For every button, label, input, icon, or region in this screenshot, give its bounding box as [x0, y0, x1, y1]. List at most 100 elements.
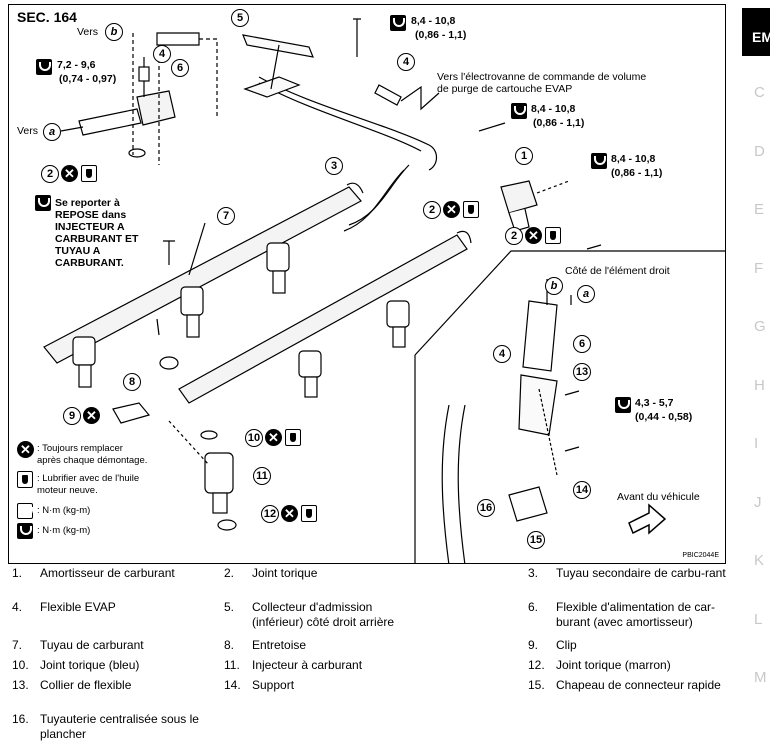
- section-tab-h[interactable]: H: [754, 376, 765, 394]
- callout-3: 3: [325, 157, 343, 175]
- lubricate-icon: [545, 227, 561, 244]
- legend-text: Joint torique: [252, 566, 318, 580]
- torque-icon: [511, 103, 527, 119]
- torque-1-value: 8,4 - 10,8: [411, 15, 456, 27]
- legend-text: Tuyauterie centralisée sous le plancher: [40, 712, 199, 741]
- legend-number: 1.: [12, 566, 23, 580]
- torque-3-value: 8,4 - 10,8: [531, 103, 576, 115]
- lubricate-legend-text: : Lubrifier avec de l'huile moteur neuve…: [37, 473, 140, 496]
- callout-4: 4: [397, 53, 415, 71]
- torque-icon: [615, 397, 631, 413]
- callout-2: 2: [505, 227, 523, 245]
- callout-b-inset: b: [545, 277, 563, 295]
- callout-15: 15: [527, 531, 545, 549]
- replace-legend-text: : Toujours remplacer après chaque démont…: [37, 443, 148, 466]
- replace-icon: ✕: [61, 165, 78, 182]
- lubricate-icon: [285, 429, 301, 446]
- vehicle-front-label: Avant du véhicule: [617, 491, 700, 503]
- legend-text: Joint torique (bleu): [40, 658, 140, 672]
- section-tab-f[interactable]: F: [754, 259, 764, 277]
- callout-2: 2: [423, 201, 441, 219]
- legend-number: 8.: [224, 638, 235, 652]
- callout-13: 13: [573, 363, 591, 381]
- torque-5-kg: (0,44 - 0,58): [635, 411, 693, 423]
- section-tab-l[interactable]: L: [754, 610, 763, 628]
- replace-icon: ✕: [83, 407, 100, 424]
- replace-icon: ✕: [281, 505, 298, 522]
- legend-number: 11.: [224, 658, 240, 672]
- legend-number: 7.: [12, 638, 23, 652]
- evap-note: Vers l'électrovanne de commande de volum…: [437, 71, 647, 95]
- replace-legend-icon: ✕: [17, 441, 34, 458]
- section-tab-k[interactable]: K: [754, 552, 765, 569]
- legend-text: Injecteur à carburant: [252, 658, 363, 672]
- callout-a-left: a: [43, 123, 61, 141]
- callout-9: 9: [63, 407, 81, 425]
- repose-note: Se reporter à REPOSE dans INJECTEUR A CA…: [55, 197, 139, 269]
- callout-7: 7: [217, 207, 235, 225]
- section-label: SEC. 164: [17, 9, 77, 25]
- callout-16: 16: [477, 499, 495, 517]
- legend-text: Tuyau de carburant: [40, 638, 144, 652]
- section-tab-em[interactable]: EM: [742, 8, 770, 56]
- callout-11: 11: [253, 467, 271, 485]
- diagram-drawing: [43, 18, 725, 563]
- section-tab-e[interactable]: E: [754, 201, 765, 218]
- legend-text: Support: [252, 678, 295, 692]
- legend-number: 3.: [528, 566, 539, 580]
- torque-2-value: 7,2 - 9,6: [57, 59, 96, 71]
- lubricate-icon: [463, 201, 479, 218]
- torque-icon: [591, 153, 607, 169]
- callout-12: 12: [261, 505, 279, 523]
- callout-8: 8: [123, 373, 141, 391]
- repose-torque-icon: [35, 195, 51, 211]
- legend-number: 10.: [12, 658, 29, 672]
- legend-number: 4.: [12, 600, 23, 614]
- legend-number: 5.: [224, 600, 235, 614]
- lubricate-legend-icon: [17, 471, 33, 488]
- section-tab-d[interactable]: D: [754, 142, 765, 160]
- lubricate-icon: [81, 165, 97, 182]
- legend-number: 9.: [528, 638, 539, 652]
- legend-text: Clip: [556, 638, 577, 652]
- callout-a-inset: a: [577, 285, 595, 303]
- section-tab-m[interactable]: M: [754, 669, 767, 686]
- callout-5: 5: [231, 9, 249, 27]
- torque-icon: [36, 59, 52, 75]
- callout-b-top: b: [105, 23, 123, 41]
- torque-legend-text-2: : N·m (kg-m): [37, 525, 91, 536]
- replace-icon: ✕: [443, 201, 460, 218]
- callout-1: 1: [515, 147, 533, 165]
- figure-reference-code: PBIC2044E: [682, 552, 719, 559]
- callout-6: 6: [573, 335, 591, 353]
- legend-number: 12.: [528, 658, 545, 672]
- torque-legend-icon: [17, 503, 33, 519]
- legend-text: Flexible EVAP: [40, 600, 116, 614]
- legend-text: Joint torique (marron): [556, 658, 671, 672]
- legend-text: Collecteur d'admission (inférieur) côté …: [252, 600, 395, 629]
- legend-number: 2.: [224, 566, 235, 580]
- lubricate-icon: [301, 505, 317, 522]
- vers-a-label: Vers: [17, 125, 39, 137]
- torque-2-kg: (0,74 - 0,97): [59, 73, 117, 85]
- torque-5-value: 4,3 - 5,7: [635, 397, 674, 409]
- torque-icon: [390, 15, 406, 31]
- torque-legend-text-1: : N·m (kg-m): [37, 505, 91, 516]
- callout-10: 10: [245, 429, 263, 447]
- legend-text: Chapeau de connecteur rapide: [556, 678, 721, 692]
- section-index-tabs: EM C D E F G H I J K L M: [734, 0, 770, 744]
- section-tab-j[interactable]: J: [754, 493, 762, 511]
- legend-number: 14.: [224, 678, 241, 692]
- callout-4: 4: [153, 45, 171, 63]
- section-tab-c[interactable]: C: [754, 84, 765, 101]
- callout-2: 2: [41, 165, 59, 183]
- legend-number: 16.: [12, 712, 29, 726]
- section-tab-i[interactable]: I: [754, 435, 759, 452]
- callout-6: 6: [171, 59, 189, 77]
- torque-4-value: 8,4 - 10,8: [611, 153, 656, 165]
- right-side-title: Côté de l'élément droit: [565, 265, 670, 277]
- callout-4: 4: [493, 345, 511, 363]
- legend-number: 6.: [528, 600, 539, 614]
- section-tab-g[interactable]: G: [754, 318, 766, 335]
- replace-icon: ✕: [265, 429, 282, 446]
